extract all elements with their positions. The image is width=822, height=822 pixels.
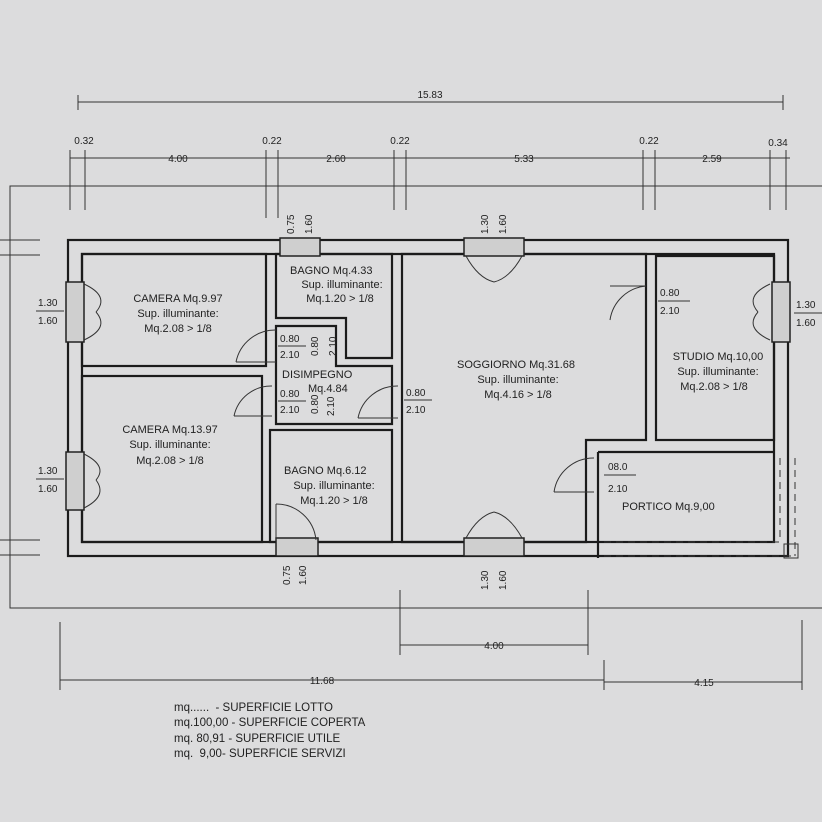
legend: mq...... - SUPERFICIE LOTTO mq.100,00 - …	[174, 702, 366, 760]
door-bagno2-w: 0.80	[310, 394, 321, 414]
win-bot-bagno-w: 0.75	[282, 565, 293, 585]
bagno2-line2: Sup. illuminante:	[293, 480, 374, 492]
camera1-line3: Mq.2.08 > 1/8	[144, 323, 212, 335]
studio-line3: Mq.2.08 > 1/8	[680, 381, 748, 393]
win-top-sogg-h: 1.60	[498, 214, 509, 234]
dim-bottom-left: 11.68	[310, 676, 335, 687]
disimpegno-name: DISIMPEGNO	[282, 369, 353, 381]
door-sogg-h: 2.10	[406, 405, 426, 416]
door-portico-w: 08.0	[608, 462, 628, 473]
legend-line-3: mq. 80,91 - SUPERFICIE UTILE	[174, 733, 340, 745]
win-bot-sogg-h: 1.60	[498, 570, 509, 590]
door-cam1-h: 2.10	[280, 350, 300, 361]
win-right-w: 1.30	[796, 300, 816, 311]
camera1-line2: Sup. illuminante:	[137, 308, 218, 320]
dim-seg-8: 0.34	[768, 138, 788, 149]
win-top-bagno-w: 0.75	[286, 214, 297, 234]
camera2-line2: Sup. illuminante:	[129, 439, 210, 451]
studio-line2: Sup. illuminante:	[677, 366, 758, 378]
win-right-h: 1.60	[796, 318, 816, 329]
dim-seg-6: 0.22	[639, 136, 659, 147]
soggiorno-line3: Mq.4.16 > 1/8	[484, 389, 552, 401]
soggiorno-name: SOGGIORNO Mq.31.68	[457, 359, 575, 371]
dim-seg-3: 2.60	[326, 154, 346, 165]
win-bot-bagno-h: 1.60	[298, 565, 309, 585]
dim-bottom-mid: 4.00	[484, 641, 504, 652]
bagno2-line3: Mq.1.20 > 1/8	[300, 495, 368, 507]
windows	[65, 237, 791, 557]
dim-seg-2: 0.22	[262, 136, 282, 147]
door-studio-h: 2.10	[660, 306, 680, 317]
legend-line-1: mq...... - SUPERFICIE LOTTO	[174, 702, 333, 714]
door-bagno1-h: 2.10	[328, 336, 339, 356]
doors	[233, 285, 647, 541]
studio-name: STUDIO Mq.10,00	[673, 351, 763, 363]
door-sogg-w: 0.80	[406, 388, 426, 399]
top-dimension-segments: 0.32 4.00 0.22 2.60 0.22 5.33 0.22 2.59 …	[69, 136, 790, 218]
opening-labels: 1.30 1.60 1.30 1.60 1.30 1.60 0.75 1.60 …	[36, 214, 822, 590]
win-top-bagno-h: 1.60	[304, 214, 315, 234]
portico-name: PORTICO Mq.9,00	[622, 501, 715, 513]
door-bagno2-h: 2.10	[326, 396, 337, 416]
dim-bottom-right: 4.15	[694, 678, 714, 689]
soggiorno-line2: Sup. illuminante:	[477, 374, 558, 386]
bagno1-line3: Mq.1.20 > 1/8	[306, 293, 374, 305]
bagno1-line2: Sup. illuminante:	[301, 279, 382, 291]
dim-seg-5: 5.33	[514, 154, 534, 165]
win-top-sogg-w: 1.30	[480, 214, 491, 234]
camera2-name: CAMERA Mq.13.97	[122, 424, 217, 436]
win-bot-sogg-w: 1.30	[480, 570, 491, 590]
door-portico-h: 2.10	[608, 484, 628, 495]
door-cam1-w: 0.80	[280, 334, 300, 345]
dim-seg-4: 0.22	[390, 136, 410, 147]
door-cam2-h: 2.10	[280, 405, 300, 416]
top-dimension-total: 15.83	[77, 90, 784, 110]
door-studio-w: 0.80	[660, 288, 680, 299]
door-cam2-w: 0.80	[280, 389, 300, 400]
room-labels: CAMERA Mq.9.97 Sup. illuminante: Mq.2.08…	[122, 265, 763, 513]
legend-line-4: mq. 9,00- SUPERFICIE SERVIZI	[174, 748, 346, 760]
dim-seg-0: 0.32	[74, 136, 94, 147]
bagno2-name: BAGNO Mq.6.12	[284, 465, 367, 477]
bottom-dimensions: 4.00 11.68 4.15	[59, 590, 803, 690]
win-left2-h: 1.60	[38, 484, 58, 495]
win-left1-w: 1.30	[38, 298, 58, 309]
win-left2-w: 1.30	[38, 466, 58, 477]
legend-line-2: mq.100,00 - SUPERFICIE COPERTA	[174, 717, 366, 729]
door-bagno1-w: 0.80	[310, 336, 321, 356]
sheet-border	[9, 185, 822, 609]
dim-seg-7: 2.59	[702, 154, 722, 165]
disimpegno-line2: Mq.4.84	[308, 383, 348, 395]
win-left1-h: 1.60	[38, 316, 58, 327]
dim-top-total: 15.83	[417, 90, 442, 101]
dim-seg-1: 4.00	[168, 154, 188, 165]
camera2-line3: Mq.2.08 > 1/8	[136, 455, 204, 467]
bagno1-name: BAGNO Mq.4.33	[290, 265, 373, 277]
camera1-name: CAMERA Mq.9.97	[133, 293, 222, 305]
